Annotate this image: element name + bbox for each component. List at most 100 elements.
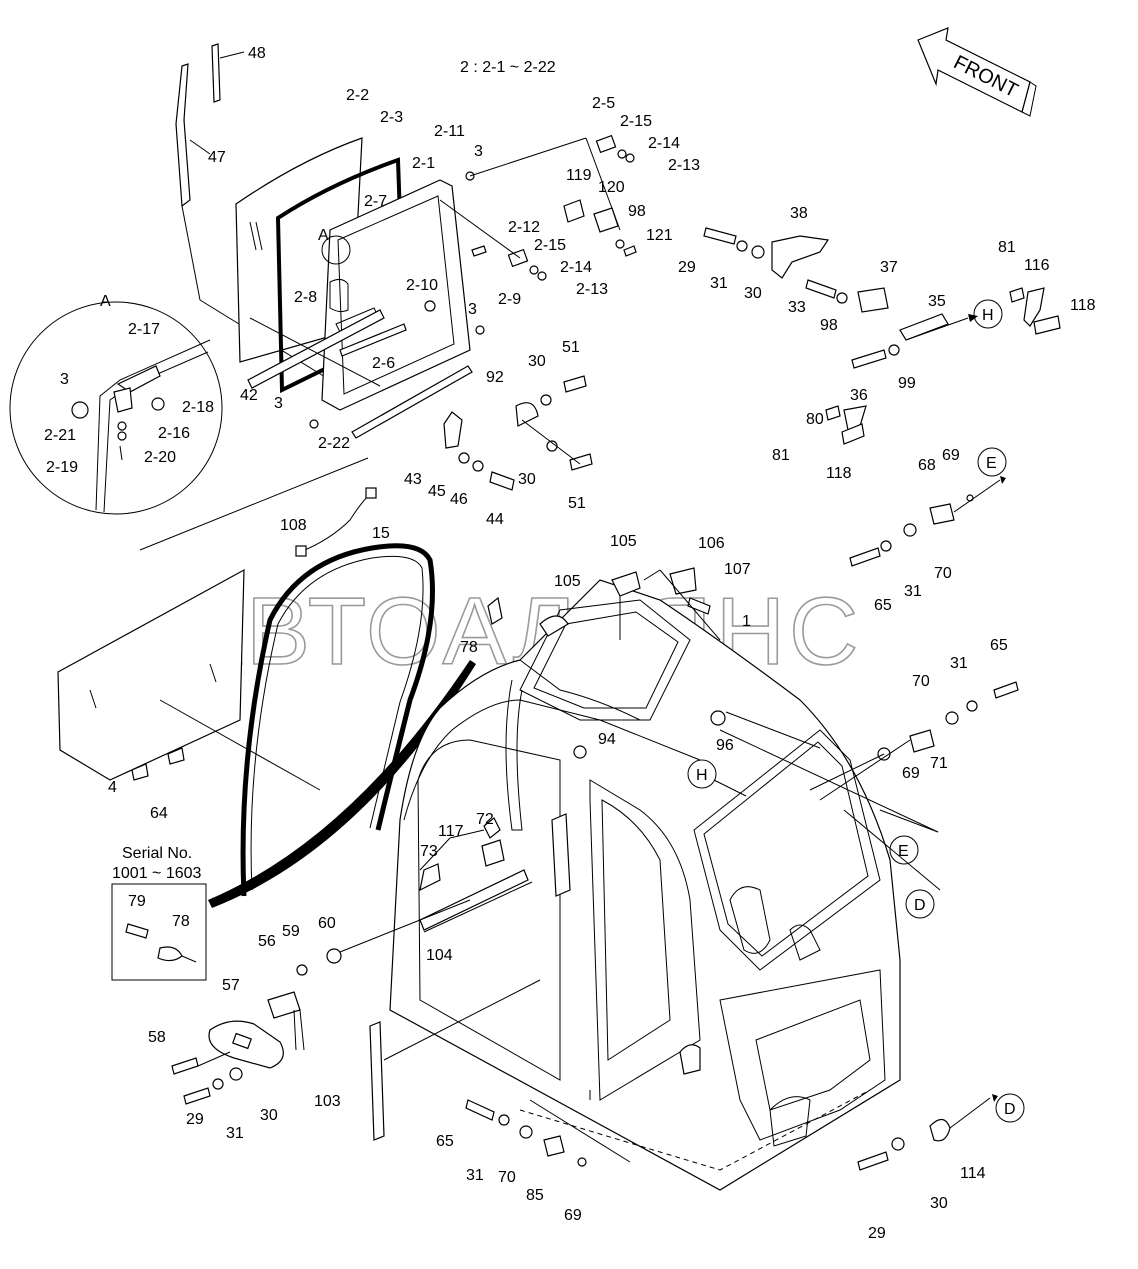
part-label-121: 121 xyxy=(646,227,673,244)
detail-a xyxy=(9,301,223,515)
part-label-78: 78 xyxy=(460,639,478,656)
washer-30b xyxy=(540,394,552,406)
washer-70b xyxy=(945,711,959,725)
part-label-57: 57 xyxy=(222,977,240,994)
washer-31e xyxy=(498,1114,510,1126)
part-label-103: 103 xyxy=(314,1093,341,1110)
assembly-note: 2 : 2-1 ~ 2-22 xyxy=(460,59,556,76)
part-label-45: 45 xyxy=(428,483,446,500)
part-label-4: 4 xyxy=(108,779,117,796)
washer-31c xyxy=(966,700,978,712)
part-label-2-3: 2-3 xyxy=(380,109,403,126)
bolt-44 xyxy=(489,471,515,491)
clip-72 xyxy=(483,817,501,839)
block-68 xyxy=(929,503,955,525)
nut-69a xyxy=(966,494,974,502)
part-label-106: 106 xyxy=(698,535,725,552)
ref-h-2: H xyxy=(687,759,717,789)
bracket-2-5 xyxy=(595,134,617,154)
part-label-58: 58 xyxy=(148,1029,166,1046)
part-label-2-19: 2-19 xyxy=(46,459,78,476)
clip-81a xyxy=(1009,287,1025,303)
part-label-65: 65 xyxy=(990,637,1008,654)
bolt-58 xyxy=(171,1057,199,1075)
part-label-73: 73 xyxy=(420,843,438,860)
clip-117 xyxy=(481,839,505,867)
door-rail-upper xyxy=(339,323,407,357)
bracket-2-12 xyxy=(507,248,529,268)
part-label-81: 81 xyxy=(998,239,1016,256)
part-label-2-13: 2-13 xyxy=(576,281,608,298)
part-label-2-18: 2-18 xyxy=(182,399,214,416)
part-label-2-5: 2-5 xyxy=(592,95,615,112)
part-label-70: 70 xyxy=(934,565,952,582)
washer-2-15a xyxy=(617,149,627,159)
part-label-80: 80 xyxy=(806,411,824,428)
part-label-37: 37 xyxy=(880,259,898,276)
lamp-56 xyxy=(267,991,301,1019)
block-37 xyxy=(857,287,889,313)
part-label-43: 43 xyxy=(404,471,422,488)
part-label-2-7: 2-7 xyxy=(364,193,387,210)
door-rail-42 xyxy=(247,309,385,389)
part-label-44: 44 xyxy=(486,511,504,528)
washer-60 xyxy=(326,948,342,964)
part-label-69: 69 xyxy=(902,765,920,782)
part-label-2-16: 2-16 xyxy=(158,425,190,442)
part-label-38: 38 xyxy=(790,205,808,222)
part-label-70: 70 xyxy=(498,1169,516,1186)
part-label-114: 114 xyxy=(960,1165,986,1182)
part-label-1: 1 xyxy=(742,613,751,630)
part-label-118: 118 xyxy=(826,465,852,482)
connector-108a xyxy=(295,545,307,557)
part-label-46: 46 xyxy=(450,491,468,508)
part-label-42: 42 xyxy=(240,387,258,404)
svg-text:E: E xyxy=(986,455,997,472)
hinge-106 xyxy=(669,567,697,595)
part-label-33: 33 xyxy=(788,299,806,316)
part-label-65: 65 xyxy=(874,597,892,614)
part-label-119: 119 xyxy=(566,167,592,184)
part-label-116: 116 xyxy=(1024,257,1050,274)
part-label-98: 98 xyxy=(820,317,838,334)
part-label-70: 70 xyxy=(912,673,930,690)
part-label-59: 59 xyxy=(282,923,300,940)
washer-98b xyxy=(836,292,848,304)
svg-text:D: D xyxy=(1004,1101,1016,1118)
latch-plate-119 xyxy=(563,199,585,223)
latch-43 xyxy=(443,411,463,449)
part-label-29: 29 xyxy=(678,259,696,276)
ref-h-1: H xyxy=(973,299,1003,329)
part-label-68: 68 xyxy=(918,457,936,474)
part-label-31: 31 xyxy=(904,583,922,600)
clip-81b xyxy=(825,405,841,421)
part-label-2-1: 2-1 xyxy=(412,155,435,172)
bush-2-10 xyxy=(424,300,436,312)
bracket-38 xyxy=(771,235,830,279)
part-label-96: 96 xyxy=(716,737,734,754)
part-label-69: 69 xyxy=(942,447,960,464)
washer-46 xyxy=(472,460,484,472)
serial-line2: 1001 ~ 1603 xyxy=(112,865,202,882)
grommet-114 xyxy=(929,1118,951,1142)
washer-70c xyxy=(519,1125,533,1139)
part-label-85: 85 xyxy=(526,1187,544,1204)
serial-line1: Serial No. xyxy=(122,845,192,862)
bolt-29a xyxy=(703,227,737,245)
part-label-105: 105 xyxy=(554,573,581,590)
part-label-2-21: 2-21 xyxy=(44,427,76,444)
block-85 xyxy=(543,1135,565,1157)
bolt-51a xyxy=(563,375,587,393)
door-frame xyxy=(321,179,471,411)
part-label-2-15: 2-15 xyxy=(620,113,652,130)
ref-d-2: D xyxy=(995,1093,1025,1123)
wire-108 xyxy=(299,493,371,553)
part-label-31: 31 xyxy=(466,1167,484,1184)
washer-30e xyxy=(891,1137,905,1151)
part-label-31: 31 xyxy=(226,1125,244,1142)
block-71 xyxy=(909,729,935,753)
washer-30a xyxy=(751,245,765,259)
screw-121 xyxy=(623,245,637,257)
part-label-29: 29 xyxy=(868,1225,886,1242)
